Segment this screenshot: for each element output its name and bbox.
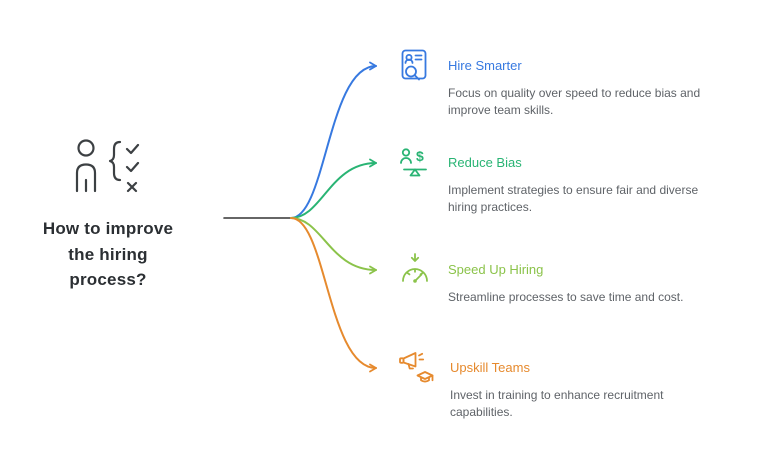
branch-description: Streamline processes to save time and co… — [448, 290, 684, 304]
branch-title: Speed Up Hiring — [448, 262, 544, 277]
branch-description: Implement strategies to ensure fair and … — [448, 183, 699, 215]
people-dollar-balance-icon: $ — [398, 146, 432, 185]
svg-text:$: $ — [416, 148, 424, 164]
connector-reduce-bias — [290, 158, 377, 219]
branch-description: Invest in training to enhance recruitmen… — [450, 388, 664, 420]
branch-reduce-bias: $ Reduce Bias Implement strategies to en… — [398, 146, 706, 217]
megaphone-graduation-cap-icon — [398, 351, 434, 390]
central-topic: How to improve the hiring process? — [30, 136, 186, 293]
branch-speed-up-hiring: Speed Up Hiring Streamline processes to … — [398, 253, 706, 306]
branch-upskill-teams: Upskill Teams Invest in training to enha… — [398, 351, 708, 422]
person-checklist-icon — [69, 136, 147, 200]
id-card-search-icon — [398, 49, 432, 88]
branch-title: Upskill Teams — [450, 360, 530, 375]
central-topic-title: How to improve the hiring process? — [42, 219, 174, 289]
branch-hire-smarter: Hire Smarter Focus on quality over speed… — [398, 49, 706, 120]
speedometer-down-arrow-icon — [398, 253, 432, 292]
branch-title: Hire Smarter — [448, 58, 522, 73]
connector-speed-up-hiring — [290, 217, 377, 275]
connector-upskill-teams — [290, 217, 377, 373]
branch-description: Focus on quality over speed to reduce bi… — [448, 86, 701, 118]
branch-title: Reduce Bias — [448, 155, 522, 170]
connector-hire-smarter — [290, 61, 377, 219]
